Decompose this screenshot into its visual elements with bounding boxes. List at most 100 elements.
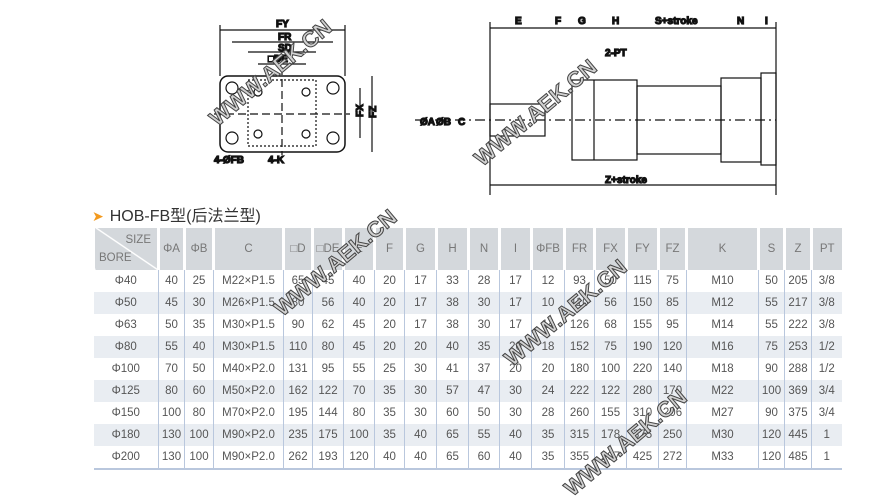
fb-label: 4-ØFB <box>214 155 244 166</box>
table-cell: M18 <box>686 358 759 380</box>
table-cell: 272 <box>658 446 687 470</box>
table-cell: 20 <box>374 336 405 358</box>
table-cell: 75 <box>758 336 785 358</box>
table-cell: M50×P2.0 <box>213 380 284 402</box>
table-cell: 130 <box>158 424 185 446</box>
table-cell: 3/8 <box>811 292 842 314</box>
table-cell: 30 <box>404 358 437 380</box>
table-cell: 90 <box>758 402 785 424</box>
table-cell: 369 <box>784 380 812 402</box>
column-header: PT <box>810 228 842 270</box>
column-header: E <box>342 228 375 270</box>
table-cell: 40 <box>436 336 469 358</box>
table-cell: 50 <box>158 314 185 336</box>
table-cell: 207 <box>594 446 627 470</box>
table-cell: 38 <box>436 292 469 314</box>
table-cell: 30 <box>499 380 532 402</box>
table-cell: 144 <box>312 402 344 424</box>
table-cell: 45 <box>158 292 185 314</box>
table-cell: 206 <box>658 402 687 424</box>
table-cell: M30 <box>686 424 759 446</box>
table-cell: 35 <box>531 424 565 446</box>
section-title: ➤HOB-FB型(后法兰型) <box>92 202 261 226</box>
table-cell: 35 <box>531 446 565 470</box>
f-label: F <box>555 16 561 27</box>
g-label: G <box>578 16 586 27</box>
table-cell: 155 <box>594 402 627 424</box>
table-cell: 38 <box>436 314 469 336</box>
table-cell: 375 <box>626 424 659 446</box>
table-cell: 40 <box>374 446 405 470</box>
fy-label: FY <box>276 19 289 30</box>
table-cell: 30 <box>468 292 500 314</box>
table-cell: 30 <box>404 380 437 402</box>
table-cell: 20 <box>374 314 405 336</box>
arrow-icon: ➤ <box>92 208 104 224</box>
column-header: ΦB <box>183 228 214 270</box>
bore-cell: Φ100 <box>111 363 140 375</box>
e-label: E <box>515 16 522 27</box>
table-cell: 56 <box>594 292 627 314</box>
table-cell: M10 <box>686 270 759 292</box>
table-cell: 35 <box>468 336 500 358</box>
table-cell: 20 <box>531 358 565 380</box>
table-cell: 65 <box>436 446 469 470</box>
table-cell: 1/2 <box>811 358 842 380</box>
table-cell: 50 <box>594 270 627 292</box>
table-cell: 178 <box>594 424 627 446</box>
table-cell: 40 <box>158 270 185 292</box>
table-cell: 110 <box>564 292 595 314</box>
table-cell: 122 <box>312 380 344 402</box>
i-label: I <box>765 16 768 27</box>
table-cell: 90 <box>283 314 313 336</box>
table-cell: 65 <box>436 424 469 446</box>
table-cell: 120 <box>658 336 687 358</box>
table-cell: 288 <box>784 358 812 380</box>
column-header: S <box>757 228 785 270</box>
table-cell: M16 <box>686 336 759 358</box>
table-cell: 193 <box>312 446 344 470</box>
bore-cell: Φ125 <box>93 380 159 402</box>
table-cell: 55 <box>468 424 500 446</box>
fx-label: FX <box>355 104 366 117</box>
table-cell: 80 <box>158 380 185 402</box>
z-stroke-label: Z+stroke <box>605 175 647 186</box>
column-header: FX <box>593 228 627 270</box>
table-cell: 100 <box>184 424 214 446</box>
table-cell: 55 <box>158 336 185 358</box>
column-header: FR <box>563 228 595 270</box>
column-header: □DE <box>311 228 344 270</box>
table-cell: 93 <box>564 270 595 292</box>
table-cell: 120 <box>758 424 785 446</box>
table-cell: 80 <box>343 402 375 424</box>
table-cell: 75 <box>658 270 687 292</box>
de-label: □DE <box>268 54 288 65</box>
table-cell: 155 <box>626 314 659 336</box>
b-label: ØB <box>436 117 451 128</box>
column-header: ΦA <box>157 228 185 270</box>
table-cell: 30 <box>499 402 532 424</box>
table-cell: 235 <box>283 424 313 446</box>
table-cell: 12 <box>531 270 565 292</box>
table-cell: 205 <box>784 270 812 292</box>
table-cell: 20 <box>404 336 437 358</box>
size-label: SIZE <box>125 234 151 246</box>
table-cell: 25 <box>374 358 405 380</box>
bore-label: BORE <box>99 252 132 264</box>
table-cell: 80 <box>312 336 344 358</box>
table-cell: M22×P1.5 <box>213 270 284 292</box>
table-cell: M30×P1.5 <box>213 314 284 336</box>
bore-cell: Φ50 <box>93 292 159 314</box>
sd-label: SD <box>278 43 292 54</box>
bore-cell: Φ200 <box>93 446 159 470</box>
column-header: FZ <box>657 228 687 270</box>
table-cell: 40 <box>184 336 214 358</box>
table-cell: 195 <box>283 402 313 424</box>
table-cell: 20 <box>374 270 405 292</box>
table-cell: 28 <box>468 270 500 292</box>
table-cell: 100 <box>184 446 214 470</box>
c-label: C <box>458 117 465 128</box>
